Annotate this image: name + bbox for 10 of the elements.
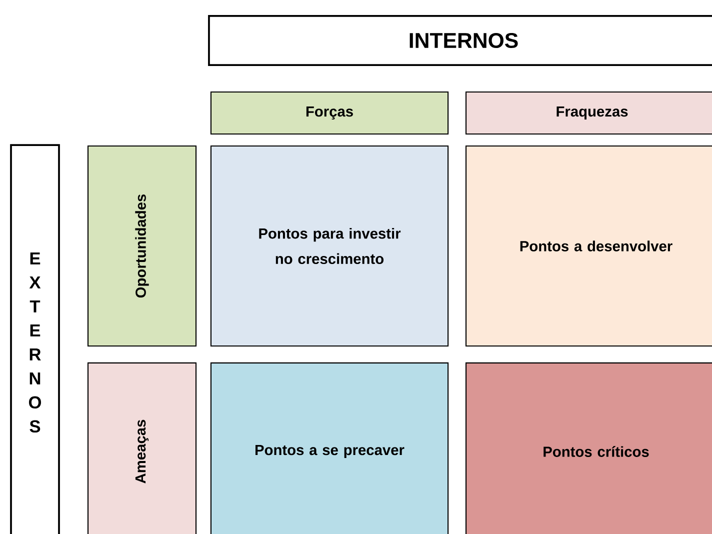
quadrant-box: Pontos a se precaver <box>210 362 449 534</box>
row-header: Oportunidades <box>87 145 197 347</box>
quadrant-box: Pontos para investir no crescimento <box>210 145 449 347</box>
column-header: Forças <box>210 91 449 135</box>
column-header: Fraquezas <box>465 91 712 135</box>
quadrant-box: Pontos a desenvolver <box>465 145 712 347</box>
row-group-box: EXTERNOS <box>10 144 60 534</box>
quadrant-box: Pontos críticos <box>465 362 712 534</box>
row-header: Ameaças <box>87 362 197 534</box>
header-box: INTERNOS <box>208 15 712 66</box>
